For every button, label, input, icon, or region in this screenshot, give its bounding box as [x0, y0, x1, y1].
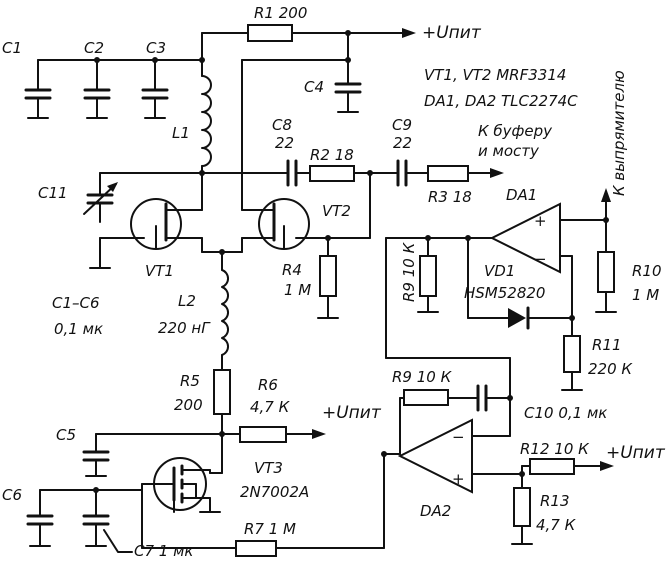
label-l1: L1 [172, 124, 190, 142]
label-c1: C1 [2, 39, 22, 57]
label-c3: C3 [146, 39, 166, 57]
da2-minus: − [452, 428, 465, 446]
label-r6: R6 [258, 376, 278, 394]
opamp-da2: − + [397, 418, 473, 494]
label-c7: C7 1 мк [134, 542, 193, 560]
resistor-r5 [213, 369, 231, 415]
label-c9-value: 22 [393, 134, 412, 152]
label-upit-mid: +Uпит [322, 403, 382, 423]
label-da1: DA1 [506, 186, 537, 204]
resistor-r2 [309, 165, 355, 182]
label-r3: R3 18 [428, 188, 472, 206]
label-r11: R11 [592, 336, 622, 354]
label-upit-top: +Uпит [422, 23, 482, 43]
resistor-r9-vertical [419, 255, 437, 297]
transistor-vt2 [241, 172, 371, 253]
label-r2: R2 18 [310, 146, 354, 164]
da1-plus: + [534, 212, 547, 230]
label-upit-bottom: +Uпит [606, 443, 666, 463]
resistor-r12 [529, 458, 575, 475]
label-r6-value: 4,7 К [250, 398, 291, 416]
label-r5-value: 200 [174, 396, 203, 414]
da1-minus: − [534, 250, 547, 268]
label-c10: C10 0,1 мк [524, 404, 607, 422]
label-c8: C8 [272, 116, 292, 134]
label-c11: C11 [38, 184, 68, 202]
label-r13: R13 [540, 492, 570, 510]
label-vt1: VT1 [145, 262, 174, 280]
label-vt3-part: 2N7002A [240, 483, 309, 501]
resistor-r10 [597, 251, 615, 293]
da2-plus: + [452, 470, 465, 488]
label-r10: R10 [632, 262, 662, 280]
inductor-l2 [221, 269, 229, 356]
label-c6: C6 [2, 486, 22, 504]
resistor-r9-feedback [403, 389, 449, 406]
label-c1-c6: C1–C6 [52, 294, 100, 312]
label-r13-value: 4,7 К [536, 516, 577, 534]
label-parts-vt: VT1, VT2 MRF3314 [424, 66, 566, 84]
label-r7: R7 1 М [244, 520, 296, 538]
resistor-r6 [239, 426, 287, 443]
resistor-r7 [235, 540, 277, 557]
label-vd1-part: HSM52820 [464, 284, 545, 302]
capacitor-bank-top [24, 57, 205, 119]
label-c1-c6-value: 0,1 мк [54, 320, 103, 338]
label-c5: C5 [56, 426, 76, 444]
label-vd1: VD1 [484, 262, 515, 280]
label-r11-value: 220 К [588, 360, 633, 378]
label-r5: R5 [180, 372, 200, 390]
label-r4-value: 1 М [284, 281, 311, 299]
label-c8-value: 22 [275, 134, 294, 152]
label-to-buffer-1: К буферу [478, 122, 553, 140]
inductor-l1 [201, 75, 212, 167]
label-l2: L2 [178, 292, 196, 310]
label-r12: R12 10 К [520, 440, 590, 458]
label-vt2: VT2 [322, 202, 351, 220]
transistor-vt3 [39, 457, 223, 513]
label-r9-vertical: R9 10 К [400, 241, 418, 302]
label-to-buffer-2: и мосту [478, 142, 540, 160]
label-vt3: VT3 [254, 459, 283, 477]
label-da2: DA2 [420, 502, 451, 520]
label-c4: C4 [304, 78, 324, 96]
label-r4: R4 [282, 261, 302, 279]
label-l2-value: 220 нГ [158, 319, 211, 337]
opamp-da1: + − [489, 202, 561, 274]
label-c2: C2 [84, 39, 104, 57]
transistor-vt1 [89, 172, 203, 269]
resistor-r11 [563, 335, 581, 373]
resistor-r4 [319, 255, 337, 297]
label-r10-value: 1 М [632, 286, 659, 304]
label-c9: C9 [392, 116, 412, 134]
label-r9-feedback: R9 10 К [392, 368, 453, 386]
resistor-r13 [513, 487, 531, 527]
resistor-r1 [247, 24, 293, 42]
label-to-rectifier: К выпрямителю [610, 70, 628, 196]
label-parts-da: DA1, DA2 TLC2274C [424, 92, 578, 110]
label-r1: R1 200 [254, 4, 307, 22]
resistor-r3 [427, 165, 469, 182]
